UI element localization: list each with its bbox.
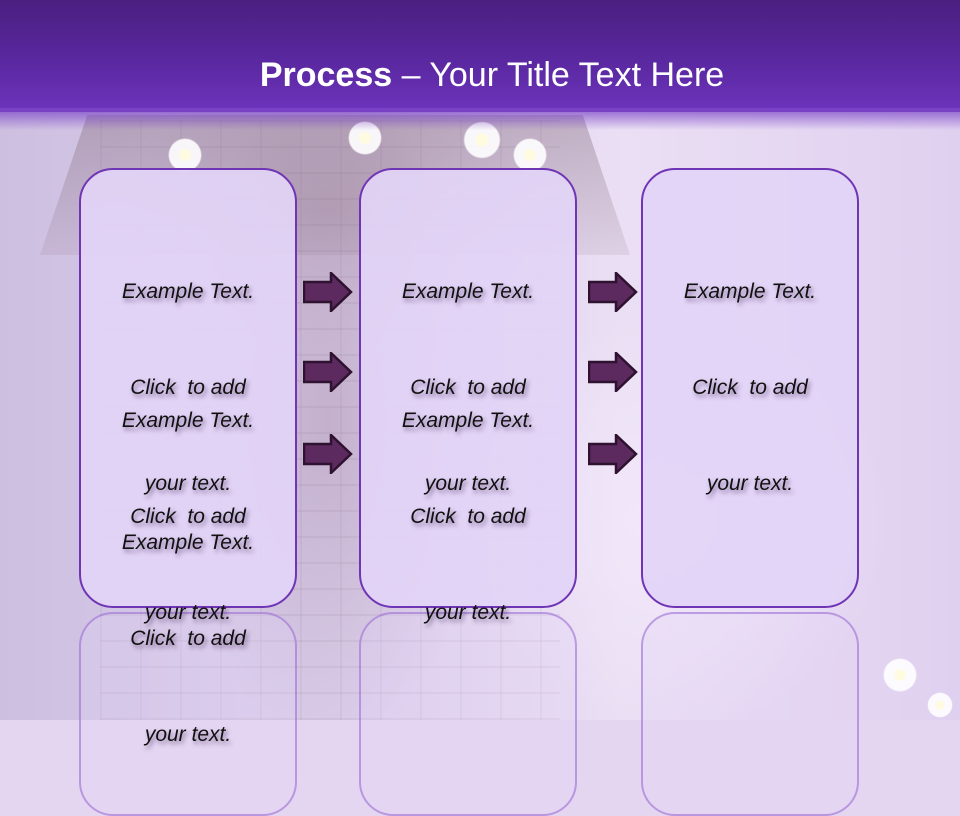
text-line: your text. [424, 472, 512, 495]
right-arrow-icon[interactable] [303, 272, 353, 312]
text-line: your text. [424, 601, 512, 624]
text-line: your text. [706, 472, 794, 495]
right-arrow-icon[interactable] [588, 434, 638, 474]
right-arrow-icon[interactable] [588, 272, 638, 312]
title-bold-part: Process [259, 56, 393, 94]
text-placeholder[interactable]: Example Text. Click to add your text. [81, 212, 295, 564]
text-line: Click to add [410, 505, 526, 528]
text-placeholder[interactable]: Example Text. Click to add your text. [81, 341, 295, 693]
text-line: Example Text. [121, 409, 255, 432]
process-box-1[interactable]: Example Text. Click to add your text. Ex… [79, 168, 297, 746]
text-placeholder[interactable]: Example Text. Click to add your text. [81, 463, 295, 815]
text-line: Example Text. [121, 531, 255, 554]
background-flower [925, 690, 955, 720]
process-box-3[interactable]: Example Text. Click to add your text. [641, 168, 859, 608]
text-line: your text. [144, 601, 232, 624]
text-line: your text. [144, 723, 232, 746]
text-line: Example Text. [683, 280, 817, 303]
text-line: Example Text. [401, 280, 535, 303]
text-line: your text. [144, 472, 232, 495]
background-flower [880, 655, 920, 695]
slide-title[interactable]: Process – Your Title Text Here [0, 50, 960, 100]
text-line: Click to add [130, 376, 246, 399]
title-rest-part: – Your Title Text Here [392, 56, 725, 94]
right-arrow-icon[interactable] [303, 434, 353, 474]
title-bar [0, 0, 960, 112]
text-line: Example Text. [121, 280, 255, 303]
text-line: Click to add [130, 627, 246, 650]
text-line: Click to add [692, 376, 808, 399]
box-reflection-3 [641, 612, 859, 816]
text-placeholder[interactable]: Example Text. Click to add your text. [361, 341, 575, 693]
process-box-2[interactable]: Example Text. Click to add your text. Ex… [359, 168, 577, 624]
text-placeholder[interactable]: Example Text. Click to add your text. [643, 212, 857, 564]
text-line: Click to add [130, 505, 246, 528]
right-arrow-icon[interactable] [303, 352, 353, 392]
right-arrow-icon[interactable] [588, 352, 638, 392]
text-line: Example Text. [401, 409, 535, 432]
text-line: Click to add [410, 376, 526, 399]
title-bar-fade [0, 108, 960, 130]
text-placeholder[interactable]: Example Text. Click to add your text. [361, 212, 575, 564]
